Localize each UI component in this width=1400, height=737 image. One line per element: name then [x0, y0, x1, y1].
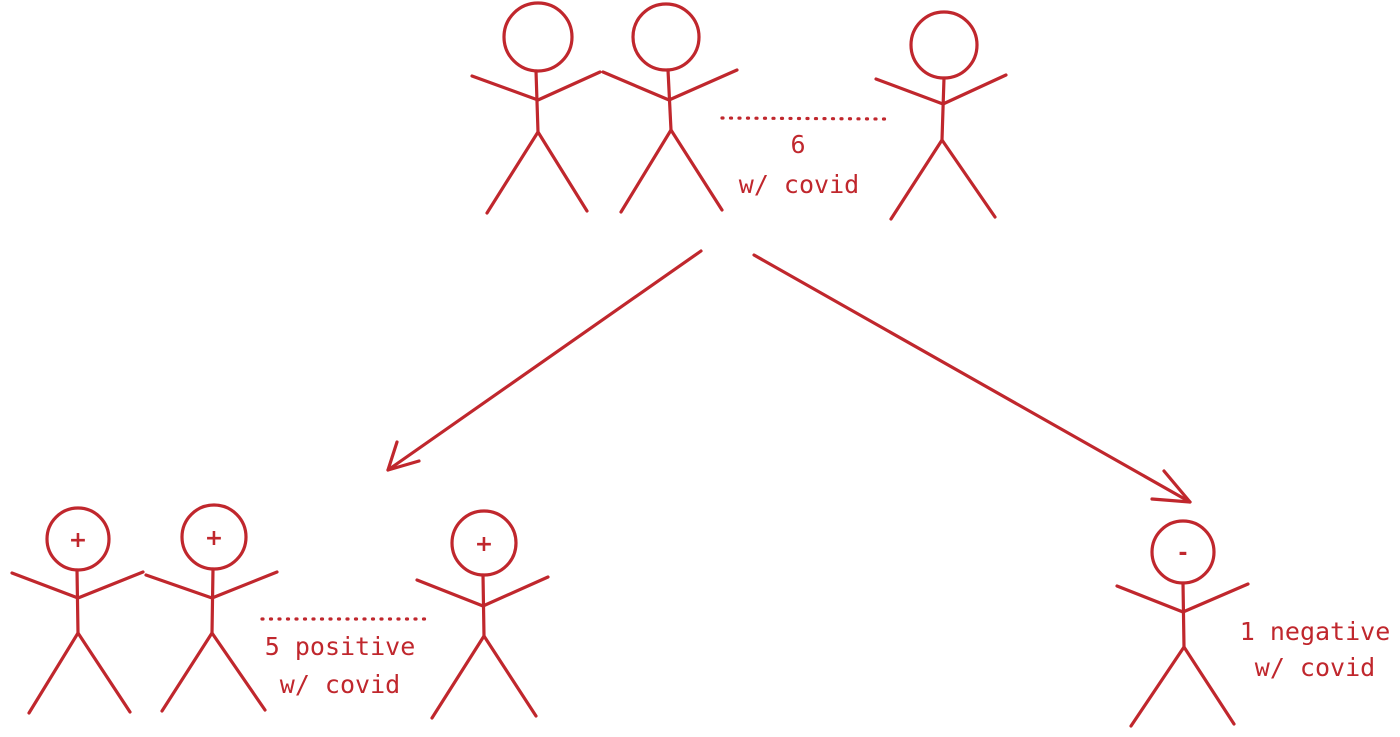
top-stick-figure-1	[470, 1, 602, 215]
negative-sign: -	[1178, 541, 1187, 566]
positive-sign-2: +	[205, 526, 223, 551]
positive-sign-1: +	[69, 528, 87, 553]
positive-description-label: w/ covid	[280, 670, 400, 699]
negative-count-label: 1 negative	[1240, 617, 1391, 646]
positive-stick-figure-2: +	[144, 503, 279, 713]
positive-stick-figure-3: +	[415, 509, 550, 720]
top-description-label: w/ covid	[739, 170, 859, 199]
negative-description-label: w/ covid	[1255, 653, 1375, 682]
arrow-to-negative	[752, 253, 1192, 504]
top-dotted-continuation	[720, 116, 888, 121]
positive-sign-3: +	[475, 532, 493, 557]
negative-stick-figure: -	[1115, 519, 1250, 728]
arrow-to-positive	[386, 249, 703, 472]
positive-count-label: 5 positive	[265, 632, 416, 661]
positive-stick-figure-1: +	[10, 506, 145, 715]
top-stick-figure-2	[601, 2, 739, 214]
top-count-label: 6	[790, 130, 805, 159]
top-stick-figure-3	[874, 10, 1008, 221]
